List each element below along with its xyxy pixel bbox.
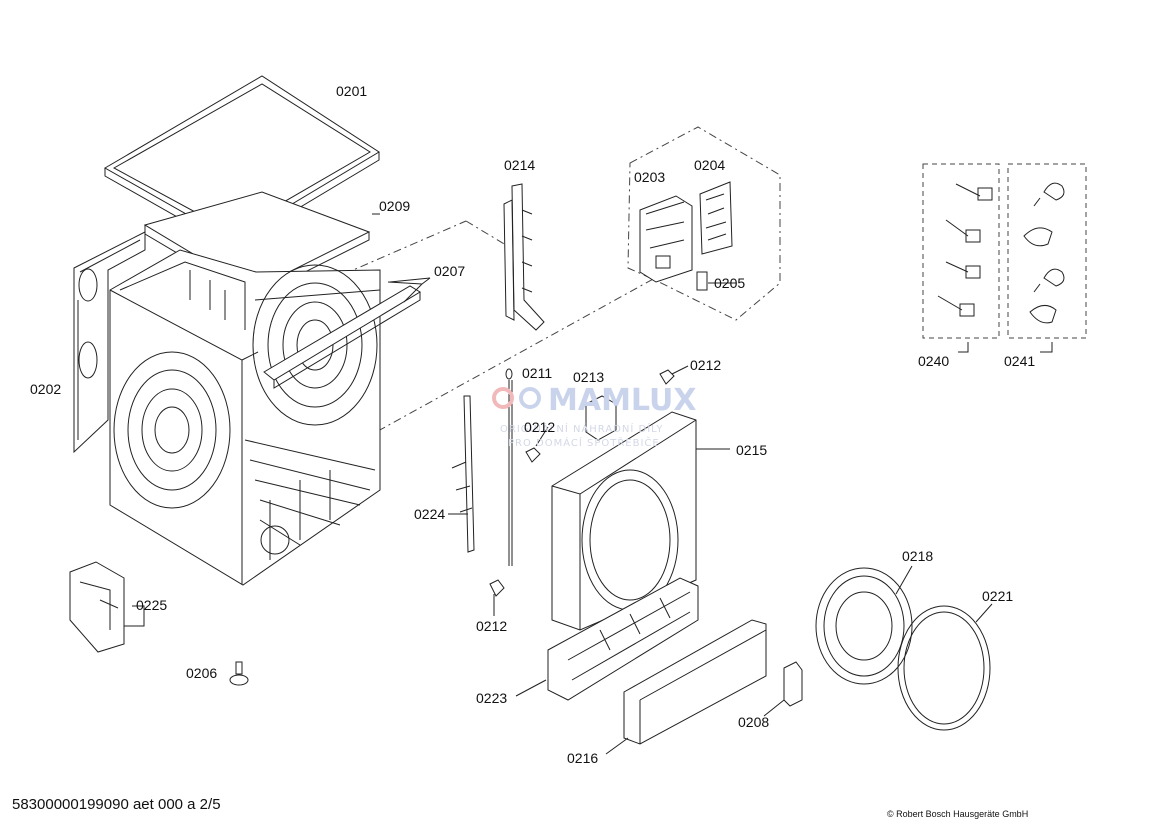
- watermark-line2: PRO DOMÁCÍ SPOTŘEBIČE: [508, 436, 660, 449]
- label-0212-a: 0212: [690, 357, 721, 373]
- label-0240: 0240: [918, 353, 949, 369]
- part-cabinet-housing: [109, 249, 381, 586]
- label-0206: 0206: [186, 665, 217, 681]
- part-0211-rod: [505, 368, 513, 566]
- label-0207: 0207: [434, 263, 465, 279]
- label-0221: 0221: [982, 588, 1013, 604]
- label-0223: 0223: [476, 690, 507, 706]
- label-0225: 0225: [136, 597, 167, 613]
- part-0203-control-module: [639, 195, 693, 283]
- part-0208-latch: [783, 661, 803, 707]
- document-id: 58300000199090 aet 000 a 2/5: [12, 796, 221, 813]
- part-0206-screw: [229, 661, 249, 686]
- part-0223-drawer-housing: [547, 577, 699, 701]
- part-0207-cross-brace: [263, 277, 431, 389]
- label-0209: 0209: [379, 198, 410, 214]
- part-0213-module: [585, 395, 617, 441]
- copyright-notice: © Robert Bosch Hausgeräte GmbH: [887, 809, 1029, 819]
- watermark: MAMLUX ORIGINÁLNÍ NÁHRADNÍ DÍLY PRO DOMÁ…: [492, 383, 696, 449]
- watermark-line1: ORIGINÁLNÍ NÁHRADNÍ DÍLY: [500, 422, 664, 435]
- label-0203: 0203: [634, 169, 665, 185]
- part-0241-clamp-set: [1023, 182, 1065, 324]
- label-0241: 0241: [1004, 353, 1035, 369]
- part-0212-clip: [489, 369, 675, 597]
- watermark-brand: MAMLUX: [548, 383, 696, 418]
- label-0211: 0211: [522, 365, 552, 381]
- part-0240-screw-set: [937, 183, 993, 317]
- part-0224-holder: [451, 395, 475, 553]
- label-0216: 0216: [567, 750, 598, 766]
- part-0202-side-panel: [73, 231, 146, 454]
- part-0204-power-board: [699, 181, 733, 255]
- label-0212-c: 0212: [476, 618, 507, 634]
- label-0212-b: 0212: [524, 419, 555, 435]
- part-0218-door: [815, 567, 913, 685]
- part-0205-clip: [696, 271, 708, 291]
- label-0213: 0213: [573, 369, 604, 385]
- label-0201: 0201: [336, 83, 367, 99]
- part-0221-door-ring: [897, 605, 991, 731]
- label-0214: 0214: [504, 157, 535, 173]
- label-0208: 0208: [738, 714, 769, 730]
- part-0225-control-board: [69, 561, 125, 653]
- part-0216-detergent-drawer: [623, 619, 767, 745]
- label-0218: 0218: [902, 548, 933, 564]
- label-0202: 0202: [30, 381, 61, 397]
- part-0214-bracket: [503, 183, 545, 331]
- part-labels: 0201 0202 0203 0204 0205 0206 0207 0208 …: [30, 83, 1035, 766]
- label-0224: 0224: [414, 506, 445, 522]
- label-0215: 0215: [736, 442, 767, 458]
- label-0205: 0205: [714, 275, 745, 291]
- label-0204: 0204: [694, 157, 725, 173]
